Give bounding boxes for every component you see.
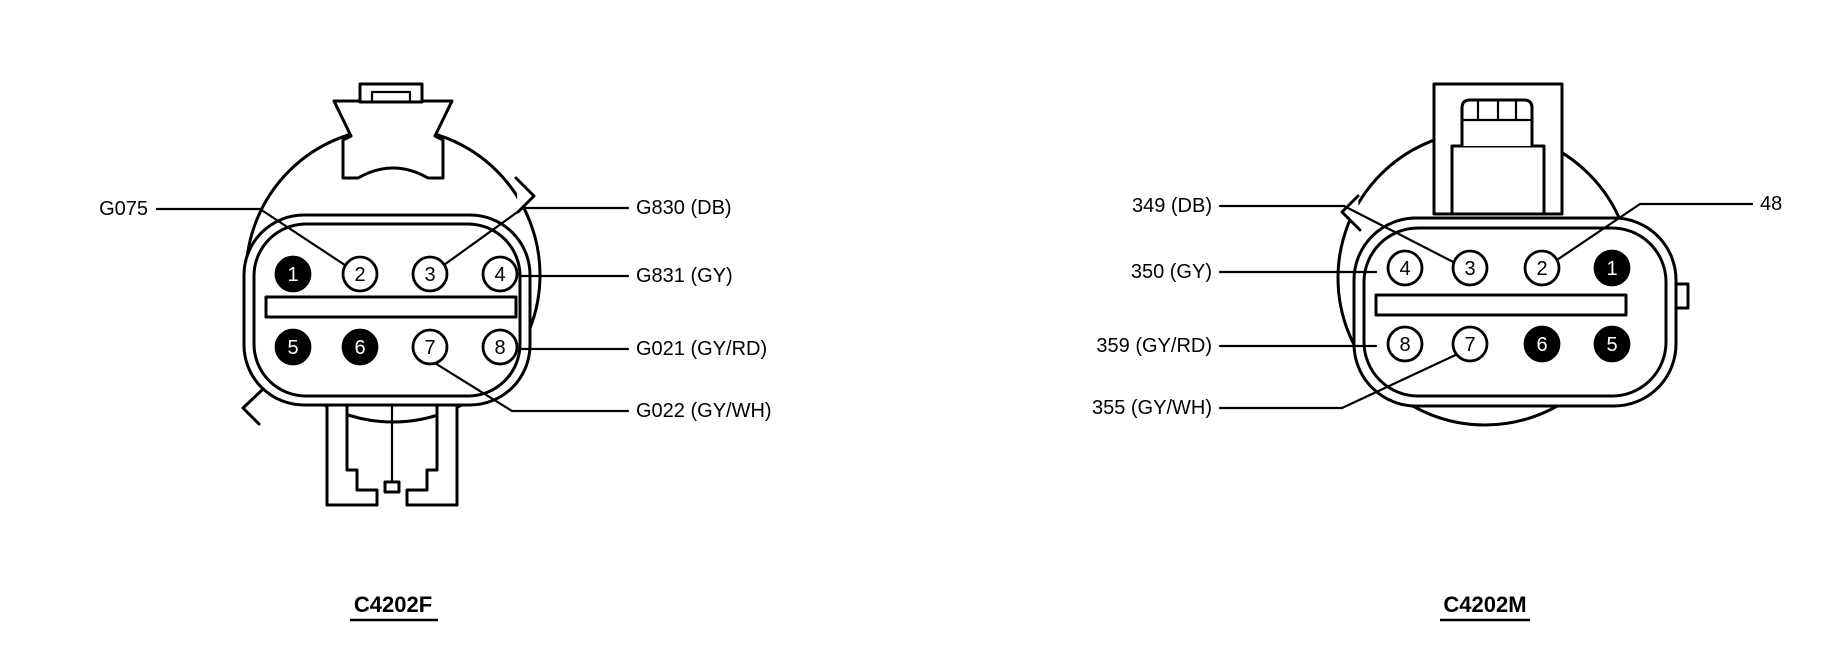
pin-c4202f-3: 3 [411,255,449,293]
callout-label: 48 [1760,193,1782,215]
callout-label: G022 (GY/WH) [636,400,772,422]
pin-c4202f-1: 1 [274,255,312,293]
pin-circle [341,255,379,293]
left-tab [241,388,264,426]
pin-circle [274,255,312,293]
leaders-left [155,206,630,413]
pin-circle [481,255,519,293]
pin-number: 5 [1606,334,1617,356]
pin-number: 6 [1536,334,1547,356]
pin-number: 7 [424,337,435,359]
pin-c4202m-3: 3 [1451,249,1489,287]
pin-number: 4 [494,264,505,286]
pin-c4202m-1: 1 [1593,249,1631,287]
callout-label: 349 (DB) [1132,195,1212,217]
pin-circle [341,328,379,366]
pin-number: 7 [1464,334,1475,356]
pin-number: 1 [1606,258,1617,280]
pin-number: 1 [287,264,298,286]
pin-circle [481,328,519,366]
pin-circle [1593,249,1631,287]
key-bar [1374,293,1628,317]
labels-layer: G075 G830 (DB) G831 (GY) G021 (GY/RD) G022 (… [99,193,1782,422]
pin-number: 8 [1399,334,1410,356]
pin-circle [1386,249,1424,287]
callout-label: G830 (DB) [636,197,732,219]
connector-title: C4202M [1443,592,1526,617]
callout-label: G075 [99,198,148,220]
pin-circle [411,328,449,366]
callout-label: 355 (GY/WH) [1092,397,1212,419]
pin-circle [1451,249,1489,287]
pin-c4202m-2: 2 [1523,249,1561,287]
bottom-mount [325,398,379,507]
pin-number: 3 [424,264,435,286]
pin-c4202f-5: 5 [274,328,312,366]
pin-circle [411,255,449,293]
key-bar [264,295,518,319]
pin-circle [1523,249,1561,287]
connector-c4202m [1336,82,1690,427]
connector-c4202f [241,82,542,507]
pin-number: 5 [287,337,298,359]
top-latch [332,99,454,180]
pin-circle [1386,325,1424,363]
callout-label: 350 (GY) [1131,261,1212,283]
pin-number: 6 [354,337,365,359]
callout-label: G831 (GY) [636,265,733,287]
pin-c4202f-4: 4 [481,255,519,293]
pin-number: 3 [1464,258,1475,280]
connector-title: C4202F [354,592,432,617]
pin-c4202m-8: 8 [1386,325,1424,363]
pin-c4202f-8: 8 [481,328,519,366]
leaders-right [1218,202,1754,410]
pin-c4202m-4: 4 [1386,249,1424,287]
pin-c4202m-6: 6 [1523,325,1561,363]
pin-number: 4 [1399,258,1410,280]
right-tab [514,176,536,214]
pin-c4202f-2: 2 [341,255,379,293]
callout-label: 359 (GY/RD) [1096,335,1212,357]
pin-number: 2 [354,264,365,286]
pin-number: 8 [494,337,505,359]
callout-label: G021 (GY/RD) [636,338,767,360]
pin-number: 2 [1536,258,1547,280]
titles-layer: C4202F C4202M [350,592,1530,622]
left-tab [1340,194,1362,232]
pin-circle [1593,325,1631,363]
pin-circle [1523,325,1561,363]
pin-c4202m-7: 7 [1451,325,1489,363]
pins-layer: 1 2 3 4 5 6 7 8 4 3 2 1 8 7 6 5 [274,249,1631,366]
pin-c4202f-7: 7 [411,328,449,366]
pin-circle [274,328,312,366]
pin-circle [1451,325,1489,363]
pin-c4202m-5: 5 [1593,325,1631,363]
pin-c4202f-6: 6 [341,328,379,366]
